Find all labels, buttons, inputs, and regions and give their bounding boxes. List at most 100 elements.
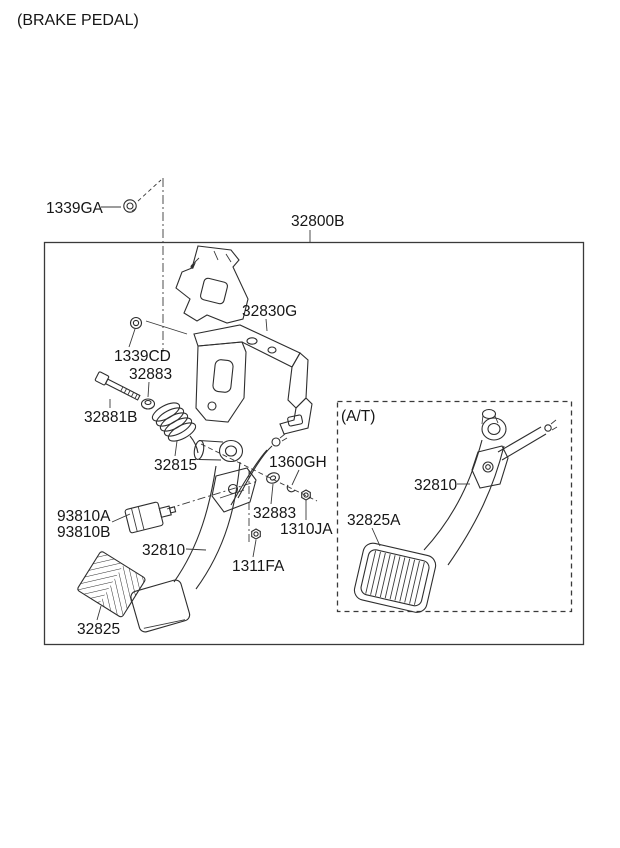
page-title: (BRAKE PEDAL) [17, 12, 139, 29]
nut-outer [123, 199, 137, 213]
bracket-rail [193, 324, 301, 368]
nut-inner [126, 202, 134, 210]
nut-1339cd-drawing [129, 316, 143, 330]
clip-1360gh-drawing [286, 484, 296, 493]
bracket-rail-hole [267, 346, 277, 354]
spring-coil [167, 422, 197, 442]
at-variant-box [336, 400, 573, 613]
at-bushing-collar [481, 408, 497, 420]
at-arm-edge [447, 445, 505, 566]
at-pad-inner [360, 549, 430, 607]
switch-detail [131, 506, 145, 532]
switch-tip [168, 506, 177, 514]
pad-outline [77, 551, 146, 618]
at-link-stud [544, 424, 552, 432]
bracket-foot-slot [287, 414, 304, 427]
at-link-arm-edge [497, 426, 542, 453]
part-label-93810b: 93810B [57, 524, 110, 541]
bracket-left-plate [195, 341, 247, 423]
part-label-32830g: 32830G [242, 303, 297, 320]
part-label-32825a: 32825A [347, 512, 401, 529]
part-label-32810-at: 32810 [414, 477, 457, 494]
leader-1339cd [128, 328, 136, 348]
pivot-bushing-inner [224, 445, 238, 457]
datum-line-diagonal [137, 179, 162, 202]
part-label-1360gh: 1360GH [269, 454, 327, 471]
link-arm-eye [271, 437, 281, 447]
insert-arrow-head [190, 262, 196, 269]
link-arm-edge [237, 445, 273, 499]
nut-1339ga-drawing [123, 199, 137, 213]
bracket-outline [175, 245, 249, 324]
nut-1310ja-drawing [301, 489, 311, 501]
part-label-32800b: 32800B [291, 213, 344, 230]
clevis-detail [219, 489, 245, 499]
leader-32830g [265, 318, 268, 332]
at-bushing-inner [487, 422, 501, 436]
part-label-32883-lower: 32883 [253, 505, 296, 522]
nut-hole [253, 531, 259, 537]
grommet-32883-upper-drawing [140, 398, 156, 410]
bracket-rail-hole [246, 337, 258, 345]
leader-32883-lower [270, 483, 274, 505]
bolt-32881b-drawing [94, 371, 141, 401]
pedal-pad-32825-drawing [76, 550, 147, 618]
at-collar-side [481, 414, 499, 425]
spring-coil [163, 417, 193, 437]
at-arm-edge [423, 439, 483, 551]
pedal-foot-plate [130, 579, 191, 633]
insert-arrow-line [190, 257, 200, 267]
at-pad-ribs [365, 550, 425, 605]
at-pedal-pad [353, 542, 437, 613]
at-pad-outer [353, 542, 437, 613]
bolt-shaft [104, 378, 141, 401]
bolt-head [94, 371, 110, 386]
at-variant-label: (A/T) [341, 408, 375, 425]
at-pedal-arm-drawing [353, 408, 558, 613]
leader-93810 [111, 513, 131, 523]
fastener-axis-line [200, 443, 318, 502]
part-label-32825: 32825 [77, 621, 120, 638]
nut-inner [132, 319, 140, 327]
bracket-top-tab [213, 250, 232, 263]
clevis-plate [211, 467, 257, 513]
pad-hatch-left [76, 550, 124, 604]
bracket-slot [212, 359, 234, 393]
at-stud-tip [550, 419, 558, 431]
return-spring-32815-drawing [151, 402, 199, 454]
leader-32815 [174, 440, 178, 457]
at-link-arm-edge [501, 433, 547, 461]
bracket-foot [279, 397, 313, 435]
nut-hex [251, 528, 261, 540]
part-label-1310ja: 1310JA [280, 521, 333, 538]
nut-facet [124, 199, 136, 212]
leader-1339cd-mount [145, 320, 188, 335]
brake-pedal-arm-drawing [130, 433, 288, 633]
leader-32883-upper [147, 381, 150, 398]
at-clevis-hole-inner [485, 464, 491, 470]
part-label-32815: 32815 [154, 457, 197, 474]
bolt-threads [120, 386, 138, 399]
foot-outer [130, 579, 191, 633]
grommet-hole [144, 399, 152, 406]
link-arm-pin [279, 433, 288, 442]
pad-hatch-right [99, 564, 147, 618]
nut-1311fa-drawing [251, 528, 261, 540]
part-label-1339ga: 1339GA [46, 200, 104, 217]
arm-edge [173, 465, 217, 583]
leader-32825 [96, 605, 102, 621]
nut-hex [301, 489, 311, 501]
assembly-boundary-box [43, 241, 585, 646]
bracket-hole [199, 277, 229, 305]
nut-hole [303, 492, 309, 498]
pivot-tube-bottom [198, 458, 222, 461]
nut-outer [129, 316, 143, 330]
washer-inner [269, 475, 277, 481]
at-bushing-outer [481, 417, 507, 441]
part-label-32883-upper: 32883 [129, 366, 172, 383]
leader-32825a [371, 527, 381, 547]
washer-32883-lower-drawing [266, 472, 280, 484]
clip-shape [286, 484, 296, 493]
washer-outer [266, 472, 280, 484]
